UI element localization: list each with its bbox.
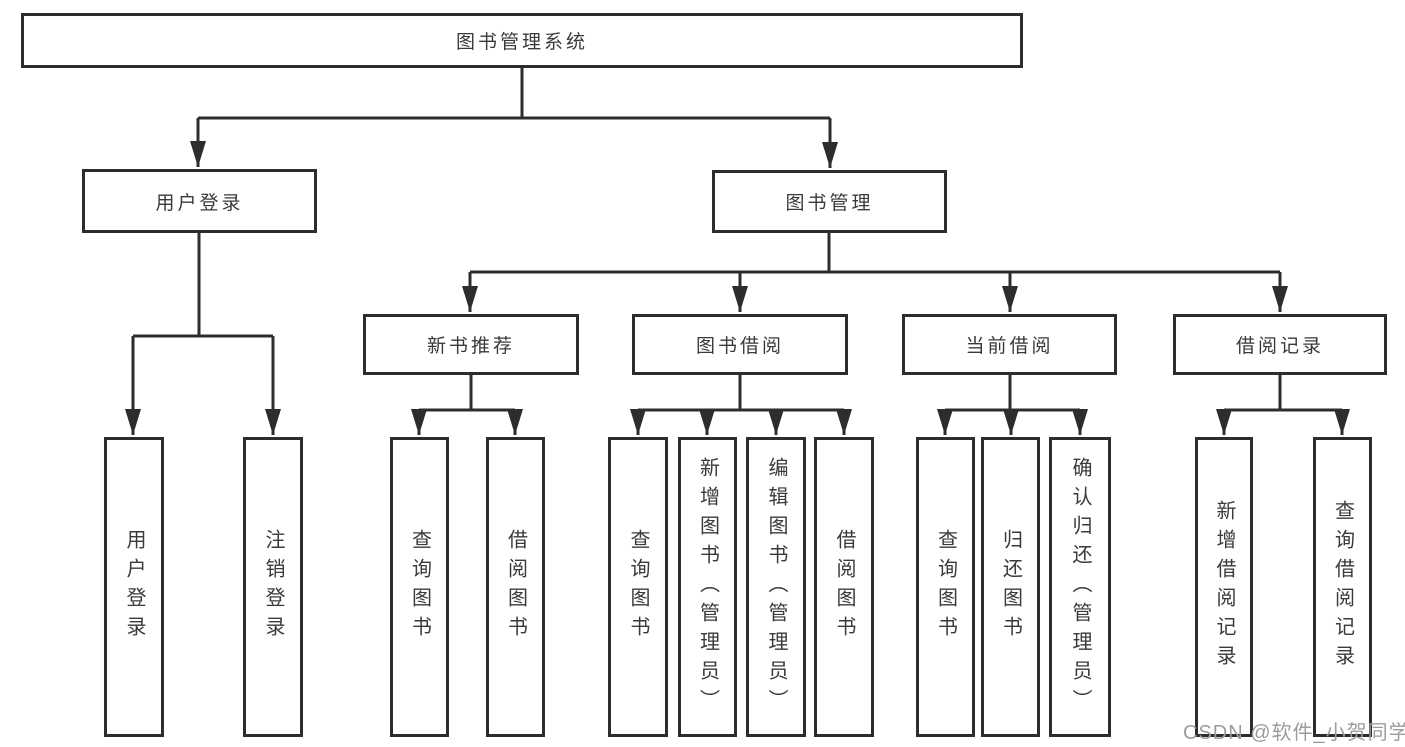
leaf-query-books-recommend: 查询图书 (390, 437, 449, 737)
leaf-query-books-current: 查询图书 (916, 437, 975, 737)
leaf-return-books: 归还图书 (981, 437, 1040, 737)
leaf-add-books-admin: 新增图书（管理员） (678, 437, 737, 737)
leaf-logout: 注销登录 (243, 437, 303, 737)
leaf-label: 用户登录 (123, 529, 145, 645)
node-user-login: 用户登录 (82, 169, 317, 233)
node-book-borrowing: 图书借阅 (632, 314, 848, 375)
node-new-book-recommendation: 新书推荐 (363, 314, 579, 375)
leaf-label: 查询图书 (627, 529, 649, 645)
leaf-label: 新增借阅记录 (1213, 500, 1235, 674)
leaf-add-borrow-record: 新增借阅记录 (1195, 437, 1253, 737)
node-book-management-system: 图书管理系统 (21, 13, 1023, 68)
watermark-text: CSDN @软件_小贺同学 (1183, 722, 1405, 744)
leaf-label: 编辑图书（管理员） (765, 456, 787, 718)
leaf-label: 查询图书 (934, 529, 957, 645)
leaf-label: 查询借阅记录 (1331, 500, 1354, 674)
leaf-edit-books-admin: 编辑图书（管理员） (746, 437, 806, 737)
leaf-borrow-books: 借阅图书 (814, 437, 874, 737)
node-label: 图书管理系统 (455, 32, 588, 53)
node-label: 用户登录 (155, 192, 244, 214)
node-current-borrowing: 当前借阅 (902, 314, 1117, 375)
leaf-confirm-return-admin: 确认归还（管理员） (1049, 437, 1111, 737)
node-label: 当前借阅 (965, 336, 1054, 357)
node-book-management: 图书管理 (712, 170, 947, 233)
node-label: 图书借阅 (695, 336, 784, 357)
leaf-query-books-borrow: 查询图书 (608, 437, 668, 737)
leaf-label: 新增图书（管理员） (696, 456, 719, 718)
leaf-query-borrow-record: 查询借阅记录 (1313, 437, 1372, 737)
leaf-label: 查询图书 (408, 529, 431, 645)
node-borrowing-records: 借阅记录 (1173, 314, 1387, 375)
node-label: 图书管理 (785, 193, 874, 214)
leaf-label: 借阅图书 (833, 529, 855, 645)
leaf-label: 借阅图书 (504, 529, 527, 645)
node-label: 新书推荐 (426, 336, 515, 357)
leaf-user-login: 用户登录 (104, 437, 164, 737)
node-label: 借阅记录 (1235, 336, 1324, 357)
leaf-label: 确认归还（管理员） (1069, 456, 1091, 718)
leaf-label: 注销登录 (262, 529, 284, 645)
leaf-label: 归还图书 (999, 529, 1022, 645)
leaf-borrow-books-recommend: 借阅图书 (486, 437, 545, 737)
